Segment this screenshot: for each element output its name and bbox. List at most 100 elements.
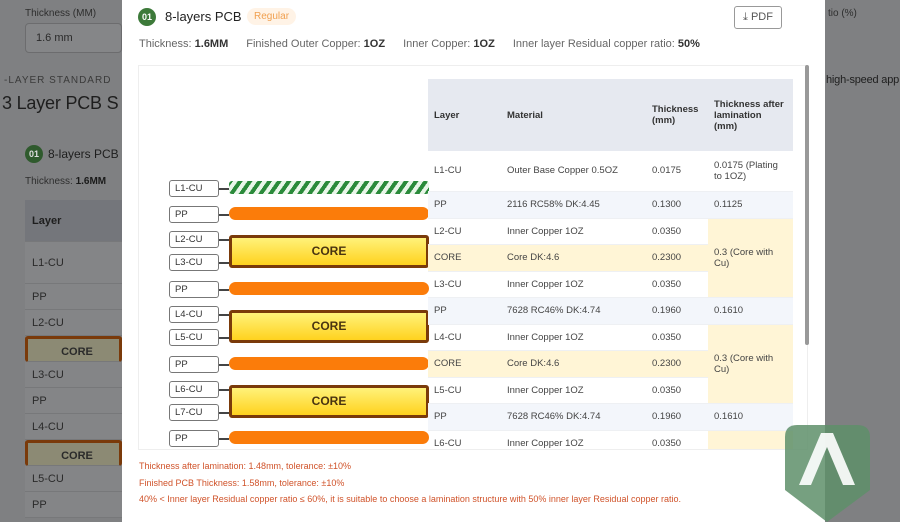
outer-copper-layer — [229, 181, 429, 194]
connector-line — [219, 289, 229, 291]
cell-after: 0.1125 — [708, 191, 793, 219]
stack-number-badge: 01 — [138, 8, 156, 26]
bg-table-row: L3-CU — [25, 362, 122, 388]
cell-layer: PP — [428, 191, 501, 219]
cell-layer: L6-CU — [428, 430, 501, 449]
layer-label: L1-CU — [169, 180, 219, 197]
layer-label: L4-CU — [169, 306, 219, 323]
cell-layer: L2-CU — [428, 218, 501, 245]
cell-thickness: 0.0350 — [646, 430, 708, 449]
cell-layer: L4-CU — [428, 324, 501, 351]
cell-thickness: 0.0350 — [646, 324, 708, 351]
table-header-row: Layer Material Thickness (mm) Thickness … — [428, 79, 793, 151]
layer-label: PP — [169, 356, 219, 373]
connector-line — [219, 389, 229, 391]
connector-line — [219, 188, 229, 190]
bg-table-row: PP — [25, 284, 122, 310]
stackup-table: Layer Material Thickness (mm) Thickness … — [428, 79, 793, 449]
core-layer: CORE — [229, 385, 429, 418]
thickness-value: 1.6MM — [75, 176, 107, 187]
cell-after: 0.0175 (Plating to 1OZ) — [708, 151, 793, 192]
bg-table-row: L5-CU — [25, 466, 122, 492]
connector-line — [219, 337, 229, 339]
connector-line — [219, 239, 229, 241]
section-title: 3 Layer PCB S — [2, 93, 119, 113]
bg-table-row: L1-CU — [25, 242, 122, 284]
cell-layer: CORE — [428, 244, 501, 272]
cell-thickness: 0.2300 — [646, 350, 708, 378]
cell-material: Inner Copper 1OZ — [501, 324, 646, 351]
cell-thickness: 0.0350 — [646, 218, 708, 245]
core-layer: CORE — [229, 310, 429, 343]
cell-layer: PP — [428, 297, 501, 325]
ratio-label: tio (%) — [828, 8, 857, 19]
layer-label: L2-CU — [169, 231, 219, 248]
connector-line — [219, 412, 229, 414]
cell-after: 0.1610 — [708, 403, 793, 431]
cell-after: 0.3 (Core with Cu) — [708, 324, 793, 404]
bg-table-row: CORE — [25, 440, 122, 466]
stack-number: 01 — [25, 145, 43, 163]
cell-material: Core DK:4.6 — [501, 350, 646, 378]
pdf-label: PDF — [750, 11, 773, 23]
layer-label: PP — [169, 206, 219, 223]
stat-outer-copper: Finished Outer Copper: 1OZ — [246, 38, 386, 50]
stack-stats: Thickness: 1.6MM Finished Outer Copper: … — [139, 38, 700, 50]
cell-thickness: 0.1300 — [646, 191, 708, 219]
notes: Thickness after lamination: 1.48mm, tole… — [139, 458, 681, 508]
bg-table-row: L4-CU — [25, 414, 122, 440]
thickness-input[interactable]: 1.6 mm — [25, 23, 122, 53]
cell-material: Inner Copper 1OZ — [501, 377, 646, 404]
cell-thickness: 0.0350 — [646, 377, 708, 404]
section-description: high-speed app — [826, 74, 900, 86]
note-lamination-thickness: Thickness after lamination: 1.48mm, tole… — [139, 461, 352, 471]
cell-material: Inner Copper 1OZ — [501, 430, 646, 449]
type-badge: Regular — [247, 8, 297, 25]
bg-table-row: CORE — [25, 336, 122, 362]
cell-layer: L5-CU — [428, 377, 501, 404]
cell-layer: CORE — [428, 350, 501, 378]
core-layer: CORE — [229, 235, 429, 268]
cell-material: Core DK:4.6 — [501, 244, 646, 272]
stat-thickness: Thickness: 1.6MM — [139, 38, 229, 50]
bg-table-header: Layer — [25, 200, 122, 242]
layer-label: PP — [169, 281, 219, 298]
cell-material: Inner Copper 1OZ — [501, 271, 646, 298]
cell-layer: L1-CU — [428, 151, 501, 192]
bg-table-row: PP — [25, 388, 122, 414]
cell-after: 0.3 (Core with Cu) — [708, 218, 793, 298]
connector-line — [219, 262, 229, 264]
layer-label: PP — [169, 430, 219, 447]
cell-after — [708, 430, 793, 449]
pdf-download-button[interactable]: ⤓ PDF — [734, 6, 782, 29]
cell-layer: L3-CU — [428, 271, 501, 298]
cell-after: 0.1610 — [708, 297, 793, 325]
brand-logo-icon — [785, 425, 870, 522]
cell-thickness: 0.2300 — [646, 244, 708, 272]
cell-thickness: 0.0350 — [646, 271, 708, 298]
cell-material: 7628 RC46% DK:4.74 — [501, 403, 646, 431]
thickness-label: Thickness (MM) — [25, 8, 97, 19]
cell-thickness: 0.0175 — [646, 151, 708, 192]
cell-material: Inner Copper 1OZ — [501, 218, 646, 245]
layer-label: L7-CU — [169, 404, 219, 421]
scrollbar[interactable] — [805, 65, 809, 345]
col-layer: Layer — [428, 79, 501, 151]
section-kicker: -LAYER STANDARD — [4, 75, 112, 86]
col-material: Material — [501, 79, 646, 151]
note-finished-thickness: Finished PCB Thickness: 1.58mm, toleranc… — [139, 477, 345, 488]
bg-table-row: PP — [25, 492, 122, 518]
connector-line — [219, 314, 229, 316]
modal-title: 8-layers PCB — [165, 9, 242, 24]
stat-residual-ratio: Inner layer Residual copper ratio: 50% — [512, 38, 700, 50]
